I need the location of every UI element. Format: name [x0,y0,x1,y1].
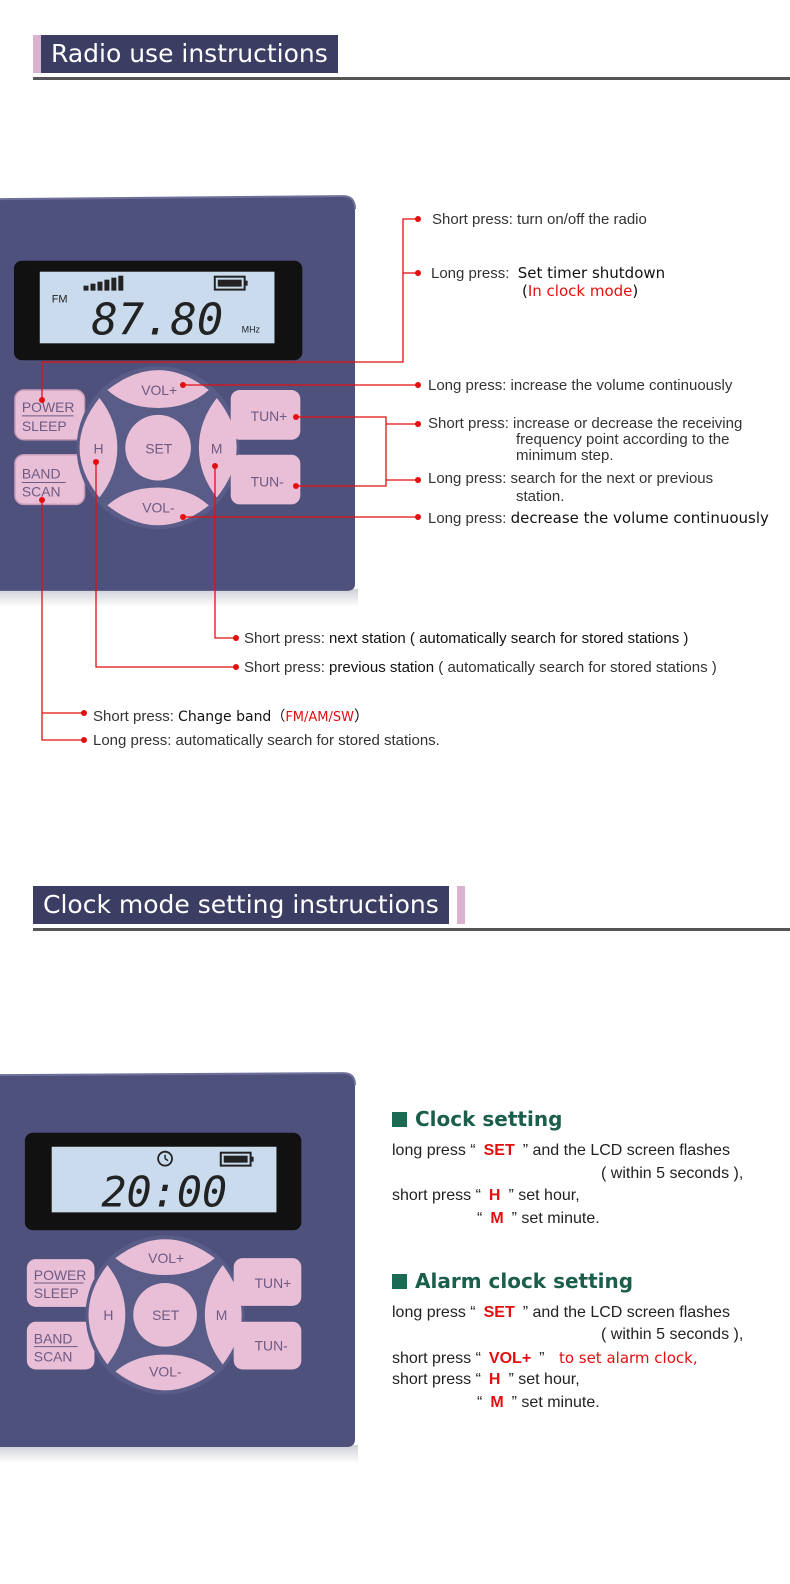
svg-text:M: M [216,1307,228,1323]
m-label: Short press: next station ( automaticall… [244,630,689,647]
svg-text:SLEEP: SLEEP [34,1285,79,1301]
power-long-mode: (In clock mode) [522,282,639,300]
set-button[interactable] [125,414,191,481]
scan-label: Long press: automatically search for sto… [93,732,440,749]
tun-down-button[interactable]: TUN- [233,1321,302,1370]
power-sleep-button[interactable]: POWER SLEEP [26,1259,95,1307]
vol-up-button[interactable] [107,370,209,408]
power-long-label: Long press: Set timer shutdown [431,264,666,282]
signal-icon [83,275,124,291]
alarm-line-5: “M” set minute. [477,1394,600,1411]
m-button[interactable] [204,1265,242,1365]
alarm-icon [157,1150,173,1167]
tun-long-label-1: Long press: search for the next or previ… [428,470,714,487]
tun-long-label-2: station. [516,488,565,505]
section2-rule [33,928,790,931]
svg-text:SCAN: SCAN [22,483,61,499]
svg-text:H: H [93,441,103,457]
alarm-line-2: ( within 5 seconds ), [601,1326,744,1343]
lcd-unit: MHz [242,324,261,334]
radio-device-front: FM 87.80 MHz POWER SLEEP BAND SCAN VOL+ … [0,195,358,607]
battery-icon [219,1151,254,1167]
svg-text:BAND: BAND [22,466,61,482]
title-accent-bar [33,35,41,73]
vol-up-label: Long press: increase the volume continuo… [428,377,733,394]
dpad: VOL+ VOL- H M SET [76,366,240,530]
svg-text:TUN+: TUN+ [251,408,288,424]
vol-down-button[interactable] [115,1354,215,1391]
tun-short-label-3: minimum step. [516,447,614,464]
svg-text:SET: SET [152,1307,180,1323]
vol-up-button[interactable] [115,1239,215,1276]
square-bullet-icon [392,1111,407,1127]
tun-short-label-1: Short press: increase or decrease the re… [428,415,743,432]
alarm-line-1: long press “SET” and the LCD screen flas… [392,1304,730,1321]
tun-up-button[interactable]: TUN+ [233,1258,302,1306]
svg-text:VOL+: VOL+ [148,1250,184,1266]
tun-up-button[interactable]: TUN+ [230,390,301,440]
section1-title: Radio use instructions [33,35,338,73]
svg-text:VOL+: VOL+ [141,382,177,398]
alarm-setting-title: Alarm clock setting [392,1269,633,1293]
battery-icon [213,275,248,291]
svg-text:SET: SET [145,441,173,457]
band-scan-button[interactable]: BAND SCAN [14,453,86,506]
alarm-line-4: short press “H” set hour, [392,1371,580,1388]
clock-line-2: ( within 5 seconds ), [601,1165,744,1182]
section1-rule [33,77,790,80]
lcd-band: FM [52,294,68,306]
svg-text:TUN-: TUN- [251,474,285,490]
svg-text:BAND: BAND [34,1331,73,1347]
svg-text:SCAN: SCAN [34,1349,73,1365]
power-short-label: Short press: turn on/off the radio [432,211,647,228]
square-bullet-icon [392,1273,407,1289]
clock-line-1: long press “SET” and the LCD screen flas… [392,1142,730,1159]
band-label: Short press: Change band（FM/AM/SW） [93,707,370,725]
svg-text:VOL-: VOL- [142,499,175,515]
section2-title: Clock mode setting instructions [33,886,465,924]
svg-text:SLEEP: SLEEP [22,418,67,434]
svg-text:TUN-: TUN- [255,1338,289,1354]
svg-text:M: M [211,441,223,457]
h-label: Short press: previous station ( automati… [244,659,717,676]
svg-text:H: H [103,1307,113,1323]
m-button[interactable] [198,398,237,498]
tun-down-button[interactable]: TUN- [230,454,301,505]
svg-text:VOL-: VOL- [149,1363,182,1379]
lcd-time: 20:00 [101,1167,227,1216]
section2-title-text: Clock mode setting instructions [33,886,449,924]
clock-device-front: 20:00 POWER SLEEP BAND SCAN VOL+ VOL- H … [0,1072,358,1463]
lcd-frequency: 87.80 [91,294,223,345]
section1-title-text: Radio use instructions [41,35,338,73]
clock-line-3: short press “H” set hour, [392,1187,580,1204]
clock-line-4: “M” set minute. [477,1210,600,1227]
dpad: VOL+ VOL- H M SET [85,1235,245,1395]
h-button[interactable] [88,1265,126,1365]
clock-setting-title: Clock setting [392,1107,562,1131]
svg-text:POWER: POWER [22,399,75,415]
h-button[interactable] [79,398,118,498]
set-button[interactable] [133,1282,197,1347]
tun-short-label-2: frequency point according to the [516,431,730,448]
title-accent-bar [456,886,465,924]
radio-callout-lines [39,216,421,743]
band-scan-button[interactable]: BAND SCAN [26,1321,95,1370]
vol-down-label: Long press: decrease the volume continuo… [428,509,769,527]
svg-text:TUN+: TUN+ [255,1275,292,1291]
svg-text:POWER: POWER [34,1267,87,1283]
power-sleep-button[interactable]: POWER SLEEP [14,389,86,441]
alarm-line-3: short press “VOL+” to set alarm clock, [392,1349,698,1367]
